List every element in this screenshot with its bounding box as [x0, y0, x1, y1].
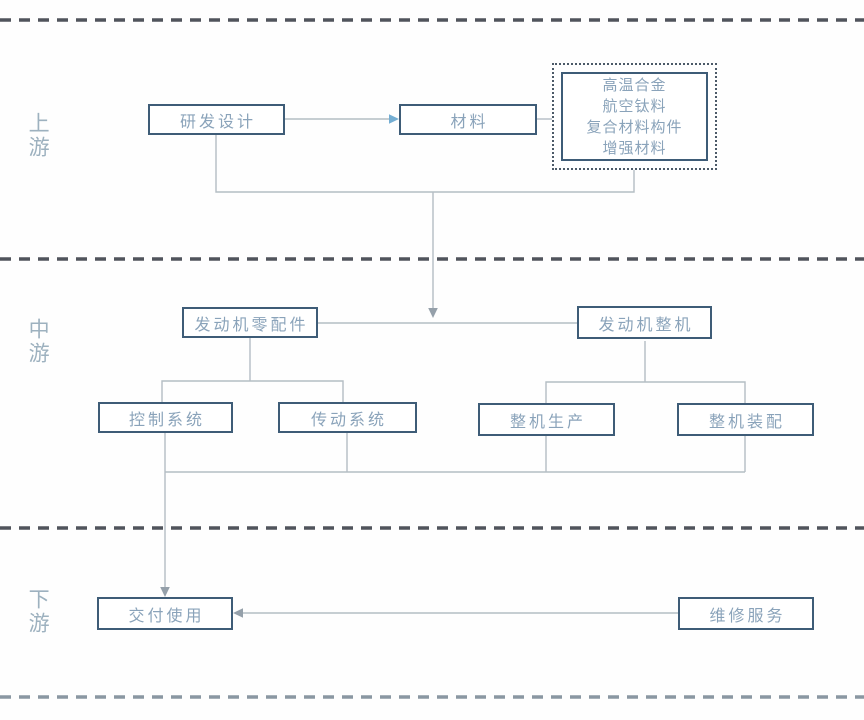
arrowhead-left-icon — [233, 608, 243, 618]
node-material: 材料 — [399, 104, 537, 135]
section-label-midstream: 中游 — [26, 318, 51, 366]
node-engine-complete: 发动机整机 — [577, 306, 712, 339]
material-group-item: 高温合金 — [602, 75, 667, 94]
arrowhead-down-delivery-icon — [160, 587, 170, 597]
node-delivery-use: 交付使用 — [97, 597, 233, 630]
material-group-item: 航空钛料 — [602, 96, 667, 115]
node-maintenance-service: 维修服务 — [678, 597, 814, 630]
arrowhead-down-icon — [428, 308, 438, 318]
arrowhead-right-icon — [389, 114, 399, 124]
node-complete-production: 整机生产 — [478, 403, 615, 436]
material-group-list: 高温合金 航空钛料 复合材料构件 增强材料 — [561, 72, 708, 161]
section-label-downstream: 下游 — [26, 588, 51, 636]
material-group-item: 复合材料构件 — [586, 117, 683, 136]
node-rd-design: 研发设计 — [148, 104, 285, 135]
node-engine-parts: 发动机零配件 — [182, 307, 318, 338]
node-complete-assembly: 整机装配 — [677, 403, 814, 436]
node-transmission-system: 传动系统 — [278, 402, 417, 433]
bracket-complete-children — [545, 381, 746, 403]
edge-upstream-collector — [215, 135, 635, 193]
material-group-item: 增强材料 — [602, 138, 667, 157]
node-material-group: 高温合金 航空钛料 复合材料构件 增强材料 — [552, 63, 717, 170]
node-control-system: 控制系统 — [98, 402, 233, 433]
section-label-upstream: 上游 — [26, 112, 51, 160]
bracket-parts-children — [161, 380, 344, 402]
